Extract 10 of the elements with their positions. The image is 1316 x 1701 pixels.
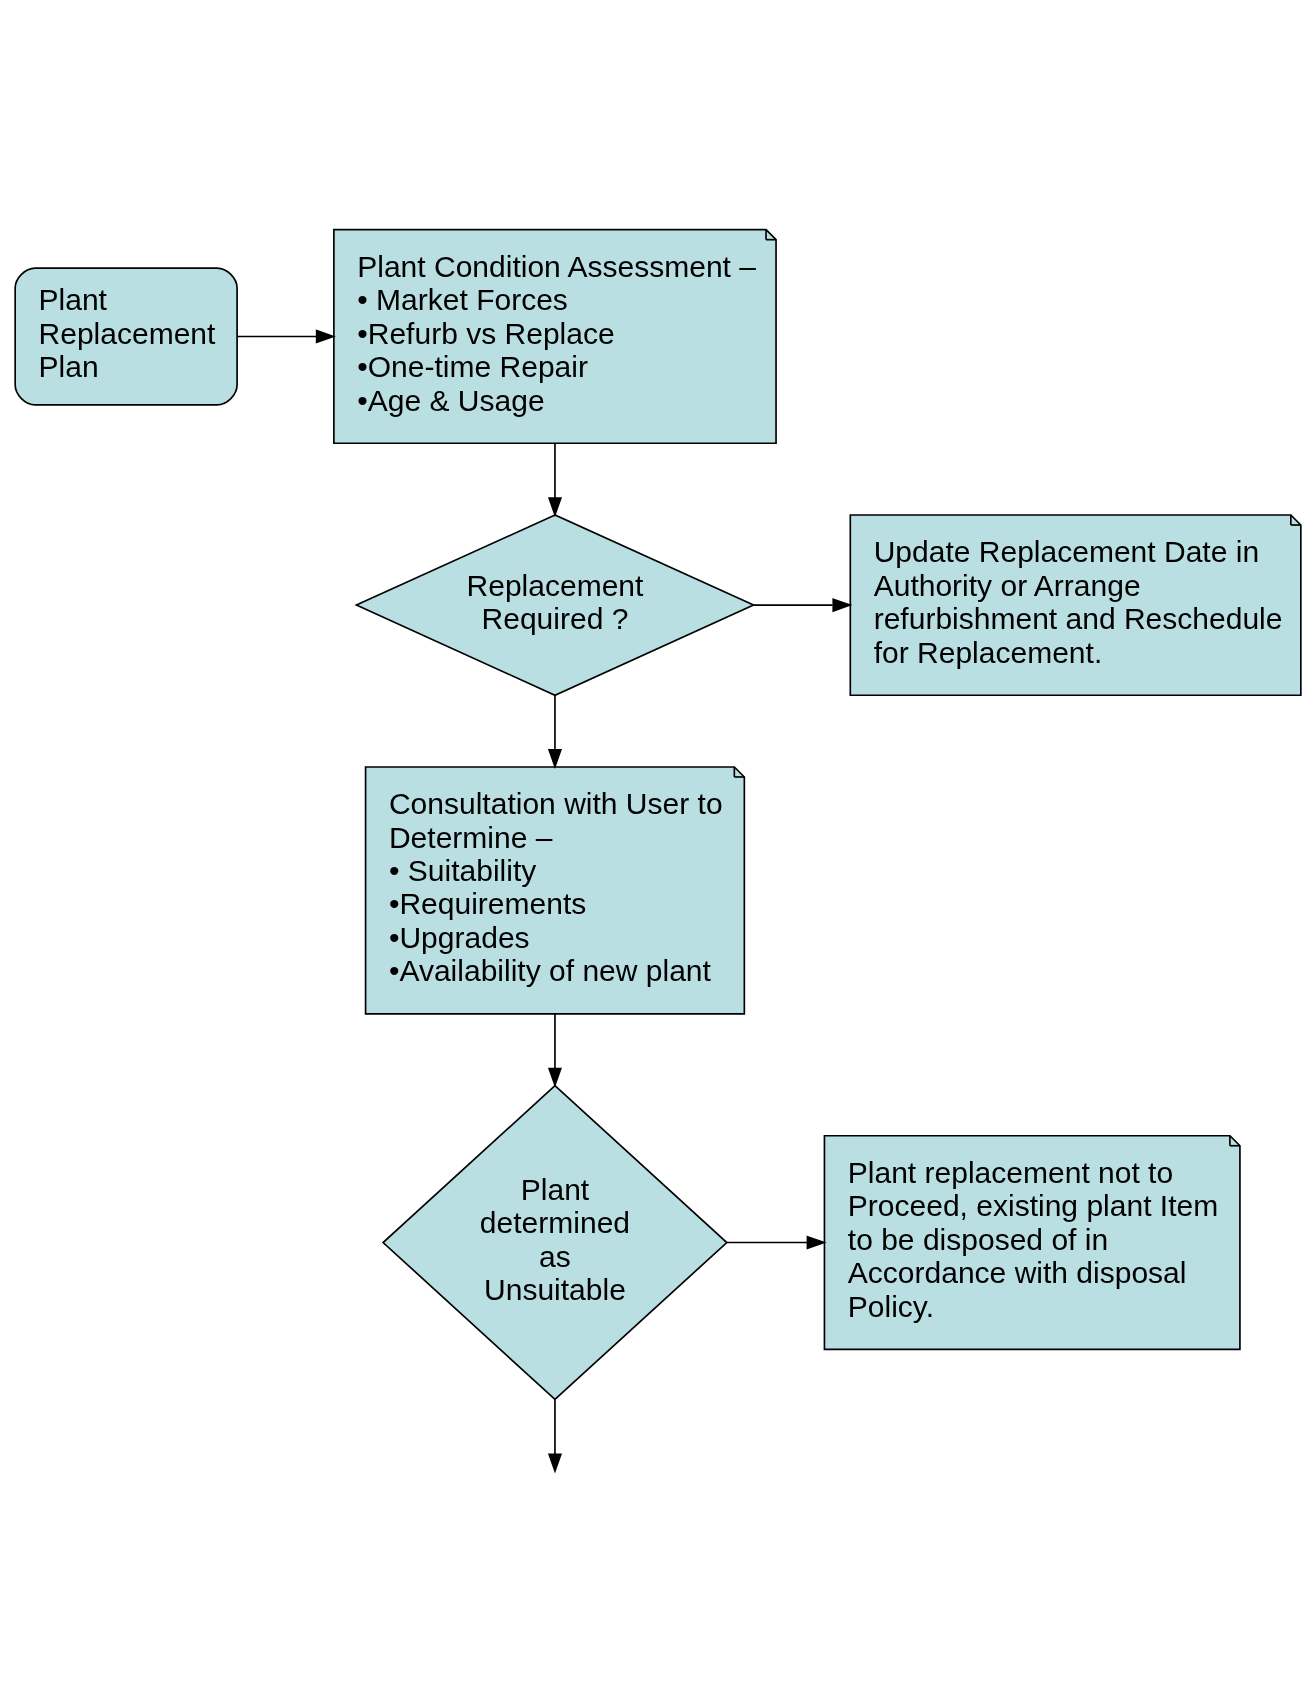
arrow (547, 1012, 562, 1088)
node-diamond: Plant determined as Unsuitable (381, 1084, 729, 1400)
arrow (547, 442, 562, 517)
arrow (236, 328, 336, 343)
node-diamond: Replacement Required ? (354, 513, 756, 696)
arrow (726, 1235, 827, 1250)
arrow (547, 693, 562, 769)
arrow (752, 597, 853, 612)
node-box: Plant Replacement Plan (14, 266, 238, 406)
arrow (547, 1398, 562, 1474)
